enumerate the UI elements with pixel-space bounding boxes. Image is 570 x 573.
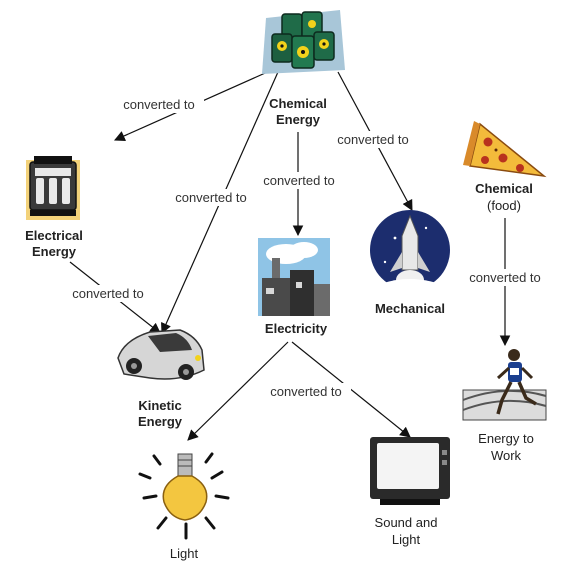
pizza-slice-icon (463, 121, 547, 178)
edge-label: converted to (270, 384, 342, 399)
node-energy-to-work: Energy to Work (462, 349, 547, 463)
edge-label: converted to (123, 97, 195, 112)
oil-barrels-icon (262, 10, 345, 74)
light-label: Light (170, 546, 199, 561)
sound-and-light-label-line1: Sound and (375, 515, 438, 530)
node-kinetic-energy: Kinetic Energy (117, 329, 205, 429)
chemical-energy-label-line1: Chemical (269, 96, 327, 111)
node-sound-and-light: Sound and Light (370, 437, 450, 547)
chemical-food-label-line1: Chemical (475, 181, 533, 196)
runner-icon (462, 349, 547, 421)
node-light: Light (138, 452, 230, 561)
edge-electricity-to-light (187, 341, 289, 441)
node-mechanical: Mechanical (370, 210, 450, 316)
energy-to-work-label-line1: Energy to (478, 431, 534, 446)
node-chemical-energy: Chemical Energy (262, 10, 345, 127)
edge-label: converted to (337, 132, 409, 147)
power-plant-icon (258, 238, 330, 316)
space-shuttle-icon (370, 210, 450, 292)
mechanical-label: Mechanical (375, 301, 445, 316)
node-electricity: Electricity (258, 238, 330, 336)
electrical-energy-label-line1: Electrical (25, 228, 83, 243)
kinetic-energy-label-line1: Kinetic (138, 398, 181, 413)
chemical-food-label-line2: (food) (487, 198, 521, 213)
edge-label: converted to (175, 190, 247, 205)
chemical-energy-label-line2: Energy (276, 112, 321, 127)
electrical-energy-label-line2: Energy (32, 244, 77, 259)
edge-label: converted to (469, 270, 541, 285)
energy-to-work-label-line2: Work (491, 448, 522, 463)
sports-car-icon (117, 329, 205, 380)
electric-meter-icon (26, 156, 80, 220)
edge-labels: converted to converted to converted to c… (63, 96, 550, 400)
light-bulb-icon (138, 452, 230, 540)
sound-and-light-label-line2: Light (392, 532, 421, 547)
node-chemical-food: Chemical (food) (463, 121, 547, 213)
television-icon (370, 437, 450, 505)
edge-label: converted to (263, 173, 335, 188)
kinetic-energy-label-line2: Energy (138, 414, 183, 429)
electricity-label: Electricity (265, 321, 328, 336)
node-electrical-energy: Electrical Energy (25, 156, 83, 259)
edge-label: converted to (72, 286, 144, 301)
